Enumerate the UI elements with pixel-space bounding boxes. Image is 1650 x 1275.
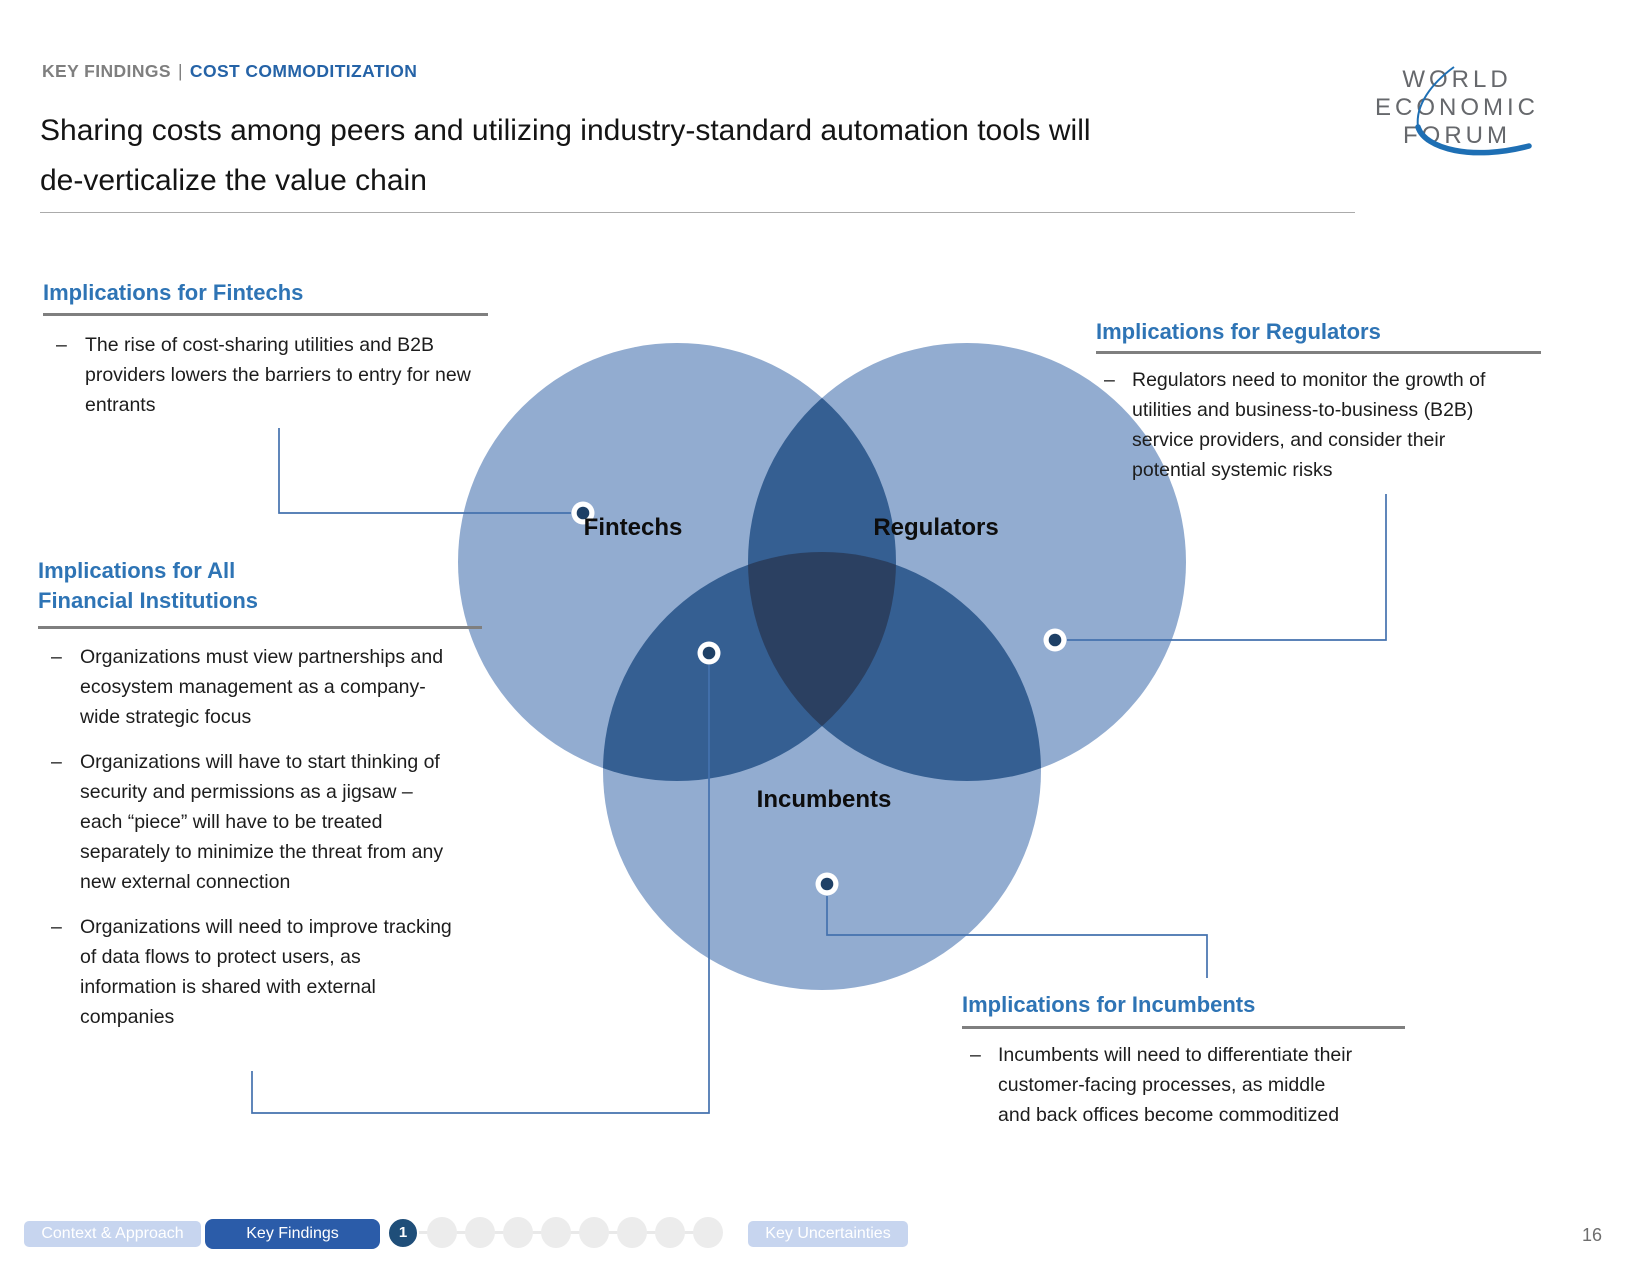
step-dot — [579, 1217, 609, 1248]
bullet-text: Organizations will have to start thinkin… — [80, 751, 444, 893]
step-indicator-active[interactable]: 1 — [387, 1217, 419, 1249]
page-title-line1: Sharing costs among peers and utilizing … — [40, 114, 1091, 147]
bullet-text: Incumbents will need to differentiate th… — [998, 1044, 1353, 1126]
step-dot — [655, 1217, 685, 1248]
step-dot — [503, 1217, 533, 1248]
heading-rule-fintechs — [43, 313, 488, 316]
page-number: 16 — [1581, 1225, 1602, 1245]
heading-rule-regulators — [1096, 351, 1541, 354]
bullet-list-regulators: – Regulators need to monitor the growth … — [1096, 365, 1501, 500]
connector-fintechs — [278, 428, 571, 514]
breadcrumb-separator: | — [177, 61, 183, 81]
venn-label-regulators: Regulators — [873, 514, 999, 541]
bullet-list-incumbents: – Incumbents will need to differentiate … — [962, 1040, 1362, 1145]
bullet-item: – The rise of cost-sharing utilities and… — [43, 330, 495, 420]
bullet-text: Regulators need to monitor the growth of… — [1132, 369, 1486, 481]
heading-implications-fintechs: Implications for Fintechs — [43, 280, 304, 305]
heading-rule-all-financial-institutions — [38, 626, 482, 629]
bullet-item: – Organizations must view partnerships a… — [38, 642, 458, 732]
bullet-dash: – — [51, 751, 62, 773]
connector-regulators — [1067, 494, 1387, 641]
bullet-list-fintechs: – The rise of cost-sharing utilities and… — [43, 330, 495, 435]
step-dot — [541, 1217, 571, 1248]
bullet-dash: – — [56, 334, 67, 356]
bullet-dash: – — [1104, 369, 1115, 391]
heading-rule-incumbents — [962, 1026, 1405, 1029]
marker-incumbents — [815, 872, 839, 896]
bullet-text: Organizations must view partnerships and… — [80, 646, 444, 728]
heading-implications-regulators: Implications for Regulators — [1096, 319, 1381, 344]
bullet-text: The rise of cost-sharing utilities and B… — [85, 334, 471, 416]
nav-key-uncertainties[interactable]: Key Uncertainties — [748, 1221, 908, 1247]
step-dot — [427, 1217, 457, 1248]
bullet-dash: – — [51, 916, 62, 938]
bullet-dash: – — [970, 1044, 981, 1066]
venn-label-incumbents: Incumbents — [756, 786, 892, 813]
connector-all-financial-institutions — [251, 665, 710, 1114]
nav-key-findings[interactable]: Key Findings — [205, 1219, 380, 1249]
nav-context-approach[interactable]: Context & Approach — [24, 1221, 201, 1247]
connector-incumbents — [826, 896, 1208, 978]
marker-fintechs — [571, 501, 595, 525]
bullet-text: Organizations will need to improve track… — [80, 916, 452, 1028]
marker-regulators — [1043, 628, 1067, 652]
breadcrumb: KEY FINDINGS | COST COMMODITIZATION — [42, 61, 417, 82]
venn-label-fintechs: Fintechs — [583, 514, 683, 541]
step-dot — [693, 1217, 723, 1248]
step-dot — [617, 1217, 647, 1248]
bullet-dash: – — [51, 646, 62, 668]
bullet-list-all-financial-institutions: – Organizations must view partnerships a… — [38, 642, 458, 1047]
bullet-item: – Regulators need to monitor the growth … — [1096, 365, 1501, 485]
heading-implications-incumbents: Implications for Incumbents — [962, 992, 1256, 1017]
bullet-item: – Incumbents will need to differentiate … — [962, 1040, 1362, 1130]
page-title: Sharing costs among peers and utilizing … — [40, 106, 1360, 206]
title-divider — [40, 212, 1355, 213]
breadcrumb-section: KEY FINDINGS — [42, 61, 171, 81]
heading-implications-all-financial-institutions: Implications for All Financial Instituti… — [38, 558, 259, 613]
page-title-line2: de-verticalize the value chain — [40, 164, 427, 197]
breadcrumb-topic: COST COMMODITIZATION — [189, 61, 418, 81]
marker-all-financial-institutions — [697, 641, 721, 665]
bullet-item: – Organizations will need to improve tra… — [38, 912, 458, 1032]
bullet-item: – Organizations will have to start think… — [38, 747, 458, 897]
wef-logo-line2: ECONOMIC — [1375, 94, 1539, 121]
step-dot — [465, 1217, 495, 1248]
